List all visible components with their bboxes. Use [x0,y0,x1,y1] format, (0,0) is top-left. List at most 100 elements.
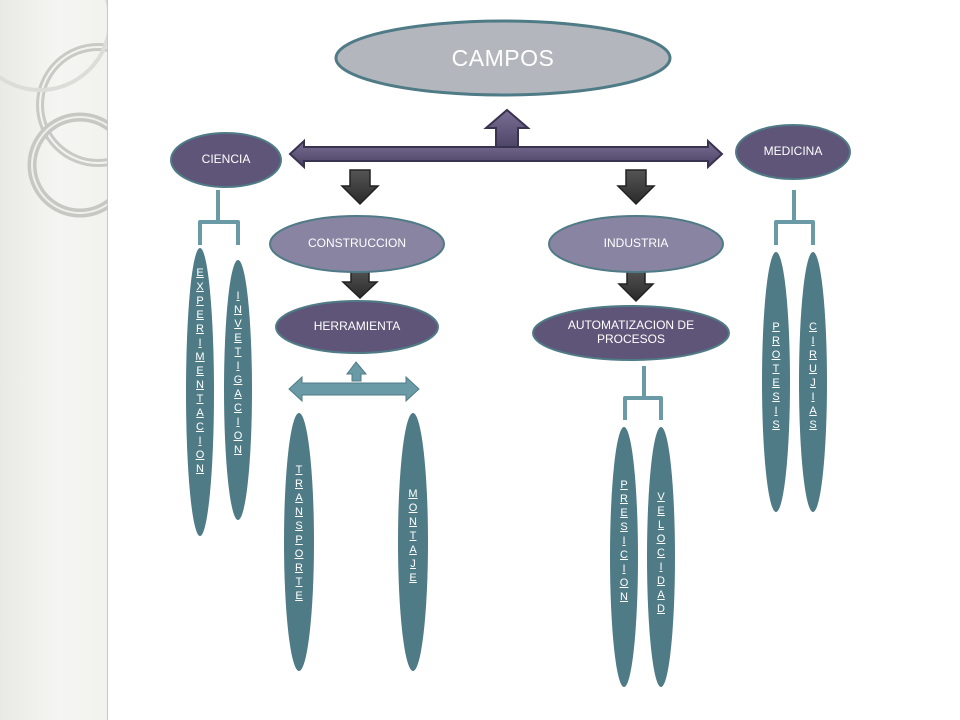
automatizacion-node-shape [532,305,730,361]
up-arrow-icon [483,108,531,151]
vertical-letter: U [809,363,817,375]
medicina-node-label: MEDICINA [763,144,823,159]
vertical-letter: I [198,337,202,349]
vertical-letter: R [295,562,303,574]
vertical-letter: R [620,493,628,505]
vertical-letter: O [619,577,629,589]
vertical-letter: L [657,519,665,531]
vertical-letter: T [295,576,303,588]
vertical-letter: A [234,388,242,400]
vertical-letter: O [233,430,243,442]
ciencia-node-shape [170,132,282,188]
industria-node-shape [548,215,724,273]
vertical-letter: R [196,323,204,335]
horizontal-double-arrow-icon [288,138,724,170]
vertical-letter: J [410,558,416,570]
down-arrow-industria-icon [616,169,656,206]
vertical-letter: A [409,544,417,556]
vertical-letter: I [659,561,663,573]
vertical-letter: N [234,304,242,316]
vertical-letter: N [409,516,417,528]
vertical-letter: R [295,478,303,490]
vertical-letter: N [620,591,628,603]
vertical-letter: S [772,391,780,403]
vertical-letter: C [809,321,817,333]
vertical-letter: J [810,377,816,389]
vertical-letter: V [657,491,665,503]
vertical-letter: T [196,393,204,405]
invetigacion-pill-shape [224,260,252,520]
vertical-letter: I [236,290,240,302]
vertical-letter: D [657,575,665,587]
vertical-letter: C [196,421,204,433]
vertical-letter: T [409,530,417,542]
vertical-letter: I [236,416,240,428]
decorative-sidebar [0,0,108,720]
vertical-letter: M [195,351,205,363]
automatizacion-bracket-connector [623,366,663,420]
ciencia-node-label: CIENCIA [201,152,251,167]
herramienta-node-label: HERRAMIENTA [313,319,401,334]
vertical-letter: C [234,402,242,414]
vertical-letter: O [656,533,666,545]
vertical-letter: S [620,521,628,533]
cirujias-pill-shape [799,252,827,512]
vertical-letter: I [622,535,626,547]
vertical-letter: E [620,507,628,519]
vertical-letter: T [772,363,780,375]
herramienta-node-shape [275,300,439,354]
vertical-letter: N [196,463,204,475]
vertical-letter: N [295,506,303,518]
presicion-pill-shape [610,427,638,687]
automatizacion-node-label: AUTOMATIZACION DE PROCESOS [567,318,695,346]
vertical-letter: E [409,572,417,584]
medicina-node-shape [735,124,851,180]
vertical-letter: O [294,548,304,560]
herramienta-double-arrow-icon [288,361,420,403]
vertical-letter: D [657,603,665,615]
vertical-letter: P [772,321,780,333]
root-node-label: CAMPOS [451,44,555,71]
vertical-letter: V [234,318,242,330]
construccion-node-shape [269,215,445,273]
vertical-letter: T [234,346,242,358]
vertical-letter: E [196,267,204,279]
vertical-letter: A [657,589,665,601]
decorative-rings-icon [0,0,107,720]
vertical-letter: P [620,479,628,491]
vertical-letter: I [198,435,202,447]
velocidad-pill-shape [647,427,675,687]
vertical-letter: A [196,407,204,419]
vertical-letter: A [295,492,303,504]
vertical-letter: E [196,309,204,321]
montaje-pill-shape [398,413,428,671]
vertical-letter: O [195,449,205,461]
vertical-letter: I [236,360,240,372]
vertical-letter: S [295,520,303,532]
vertical-letter: X [196,281,204,293]
construccion-node-label: CONSTRUCCION [308,236,406,251]
vertical-letter: E [234,332,242,344]
vertical-letter: P [295,534,303,546]
vertical-letter: E [295,590,303,602]
down-arrow-construccion-icon [340,169,380,206]
vertical-letter: G [233,374,243,386]
vertical-letter: P [196,295,204,307]
vertical-letter: R [809,349,817,361]
vertical-letter: N [234,444,242,456]
vertical-letter: E [657,505,665,517]
vertical-letter: N [196,379,204,391]
vertical-letter: O [771,349,781,361]
root-node-shape [334,19,672,97]
vertical-letter: T [295,464,303,476]
